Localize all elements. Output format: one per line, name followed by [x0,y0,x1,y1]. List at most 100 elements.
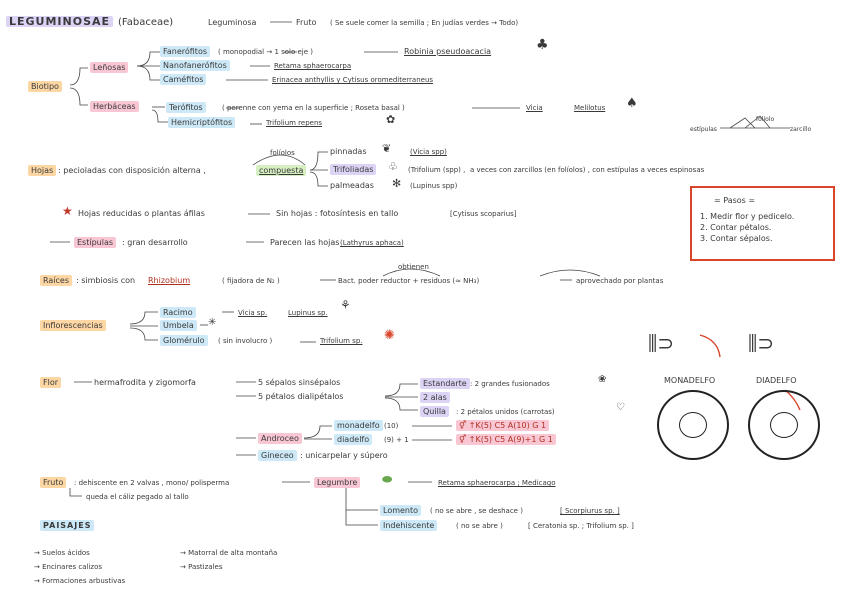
fanerofitos-label: Fanerófitos [160,46,210,57]
stamen-ring [770,412,798,438]
rhizobium-label: Rhizobium [148,275,190,286]
terofitos-species-2: Melilotus [574,103,605,114]
glomerulo-species: Trifolium sp. [320,336,363,347]
floral-formula-2: ⚥ ↑K(5) C5 A(9)+1 G 1 [456,434,556,445]
palmeadas-label: palmeadas [330,180,374,191]
pinnadas-label: pinnadas [330,146,367,157]
hemicriptofitos-species: Trifolium repens [266,118,322,129]
tree-icon: ♣ [536,40,549,51]
monadelfo-flower-diagram [657,390,729,460]
paisajes-item: → Matorral de alta montaña [180,548,277,559]
terofitos-species-1: Vicia [526,103,543,114]
flor-text: hermafrodita y zigomorfa [94,377,196,388]
estipulas-species: (Lathyrus aphaca) [340,238,404,249]
diadelfo-flower-diagram [748,390,820,460]
biotipo-label: Biotipo [28,81,62,92]
fanerofitos-species: Robinia pseudoacacia [404,46,491,57]
fruto-note: ( Se suele comer la semilla ; En judías … [330,18,518,29]
hemicriptofitos-label: Hemicriptófitos [168,117,235,128]
nanofanerofitos-species: Retama sphaerocarpa [274,61,351,72]
indehiscente-label: Indehiscente [380,520,437,531]
lomento-text: ( no se abre , se deshace ) [430,506,523,517]
racimo-species-2: Lupinus sp. [288,308,328,319]
monadelfo-caption: MONADELFO [664,375,715,386]
estipulas-note: Parecen las hojas [270,237,339,248]
page-title: LEGUMINOSAE [6,16,113,27]
gineceo-text: : unicarpelar y súpero [300,450,388,461]
raceme-icon: ⚘ [340,300,351,311]
pasos-title: = Pasos = [714,195,833,206]
plant-icon: ♠ [626,98,638,109]
paisajes-label: PAISAJES [40,520,94,531]
quilla-label: Quilla [420,406,449,417]
floral-formula-1: ⚥ ↑K(5) C5 A(10) G 1 [456,420,549,431]
hojas-text: : pecioladas con disposición alterna , [58,165,206,176]
fijadora-note: ( fijadora de N₂ ) [222,276,280,287]
trifoliadas-note: a veces con zarcillos (en folíolos) , co… [470,165,704,176]
foliolos-label: folíolos [270,148,295,159]
diagram-foliolo-label: folíolo [756,114,774,125]
paisajes-item: → Suelos ácidos [34,548,90,559]
palmate-leaf-icon: ✻ [392,178,401,189]
trifoliate-leaf-icon: ♧ [388,161,398,172]
alas-label: 2 alas [420,392,450,403]
pasos-item: 3. Contar sépalos. [700,233,833,244]
indehiscente-text: ( no se abre ) [456,521,503,532]
nanofanerofitos-label: Nanofanerófitos [160,60,230,71]
racimo-species-1: Vicia sp. [238,308,267,319]
paisajes-item: → Pastizales [180,562,223,573]
racimo-label: Racimo [160,307,196,318]
quilla-text: : 2 pétalos unidos (carrotas) [456,407,555,418]
hojas-reducidas: Hojas reducidas o plantas áfilas [78,208,205,219]
trifoliadas-label: Trifoliadas [330,164,376,175]
stamen-tube-icon: ⫼⊃ [748,338,774,349]
star-icon: ★ [62,206,73,217]
stamen-tube-icon: ⫼⊃ [648,338,674,349]
estipulas-text: : gran desarrollo [122,237,188,248]
gineceo-label: Gineceo [258,450,297,461]
legumbre-section-label: Legumbre [314,477,360,488]
camefitos-species: Erinacea anthyllis y Cytisus oromediterr… [272,75,433,86]
fruto-subnote: queda el cáliz pegado al tallo [86,492,189,503]
pasos-box: = Pasos = 1. Medir flor y pedicelo. 2. C… [690,186,835,261]
stamen-ring [679,412,707,438]
glomerule-icon: ✺ [384,330,395,341]
monadelfo-count: (10) [384,421,398,432]
family-name: (Fabaceae) [118,17,173,28]
keel-petal-icon: ♡ [616,402,625,413]
diadelfo-label: diadelfo [334,434,372,445]
umbela-label: Umbela [160,320,197,331]
estipulas-label: Estípulas [74,237,116,248]
glomerulo-label: Glomérulo [160,335,208,346]
trifoliadas-species: (Trifolium (spp) , [408,165,465,176]
diagram-estipulas-label: estípulas [690,124,717,135]
obtienen-label: obtienen [398,262,429,273]
hojas-label: Hojas [28,165,56,176]
androceo-label: Androceo [258,433,302,444]
bact-text: Bact. poder reductor + residuos (≈ NH₃) [338,276,479,287]
inflorescencias-label: Inflorescencias [40,320,106,331]
petalos-text: 5 pétalos dialipétalos [258,391,343,402]
raices-text: : simbiosis con [76,275,135,286]
pod-icon: ⬬ [382,474,392,485]
paisajes-item: → Encinares calizos [34,562,102,573]
flor-label: Flor [40,377,61,388]
glomerulo-note: ( sin involucro ) [218,336,272,347]
hojas-reducidas-species: [Cytisus scoparius] [450,209,517,220]
lomento-label: Lomento [380,505,421,516]
indehiscente-species: [ Ceratonia sp. ; Trifolium sp. ] [528,521,634,532]
diagram-zarcillo-label: zarcillo [790,124,811,135]
standard-petal-icon: ❀ [598,374,606,385]
legumbre-label: Leguminosa [208,17,256,28]
fruto-text: : dehiscente en 2 valvas , mono/ polispe… [74,478,229,489]
fruto-label: Fruto [296,17,316,28]
fanerofitos-note: ( monopodial → 1 solo eje ) [218,47,313,58]
sepalos-text: 5 sépalos sinsépalos [258,377,340,388]
compuesta-label: compuesta [256,165,306,176]
clover-icon: ✿ [386,114,395,125]
raices-label: Raíces [40,275,72,286]
paisajes-item: → Formaciones arbustivas [34,576,125,587]
fruto-section-label: Fruto [40,477,66,488]
lenosas-label: Leñosas [90,62,128,73]
